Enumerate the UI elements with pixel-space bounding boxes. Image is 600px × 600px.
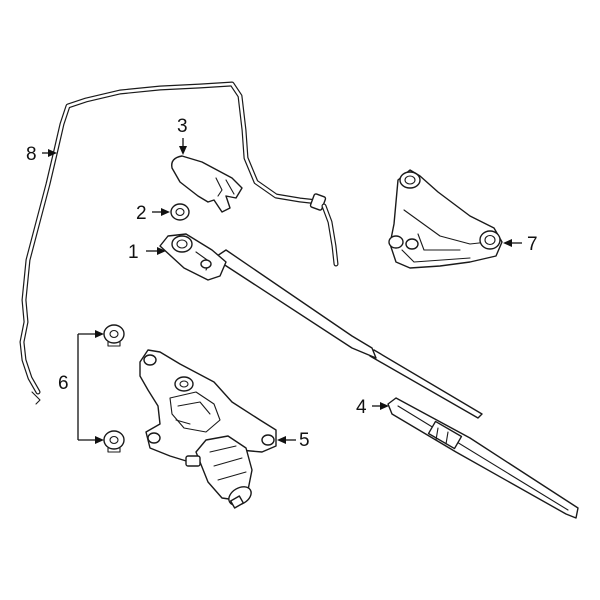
- nut: [170, 203, 190, 221]
- callout-6-label: 6: [58, 373, 69, 394]
- callout-2: 2: [136, 203, 170, 224]
- washer-hose: [19, 81, 339, 405]
- callout-3: 3: [177, 116, 188, 155]
- callout-8-label: 8: [26, 144, 37, 165]
- grommet-lower: [103, 430, 125, 453]
- callout-3-label: 3: [177, 116, 188, 137]
- wiper-motor: [139, 349, 277, 509]
- callout-1-label: 1: [128, 242, 139, 263]
- callout-6: 6: [58, 330, 104, 444]
- wiper-bracket: [388, 169, 503, 269]
- callout-8: 8: [26, 144, 57, 165]
- callout-5: 5: [277, 430, 310, 451]
- callout-7-label: 7: [527, 234, 538, 255]
- wiper-blade: [387, 397, 579, 519]
- callout-7: 7: [503, 234, 538, 255]
- callout-4-label: 4: [356, 397, 367, 418]
- wiper-arm: [159, 233, 483, 419]
- callout-5-label: 5: [299, 430, 310, 451]
- callout-2-label: 2: [136, 203, 147, 224]
- callout-4: 4: [356, 397, 389, 418]
- callout-1: 1: [128, 242, 166, 263]
- wiper-arm-cap: [171, 155, 243, 213]
- grommet-upper: [103, 324, 125, 347]
